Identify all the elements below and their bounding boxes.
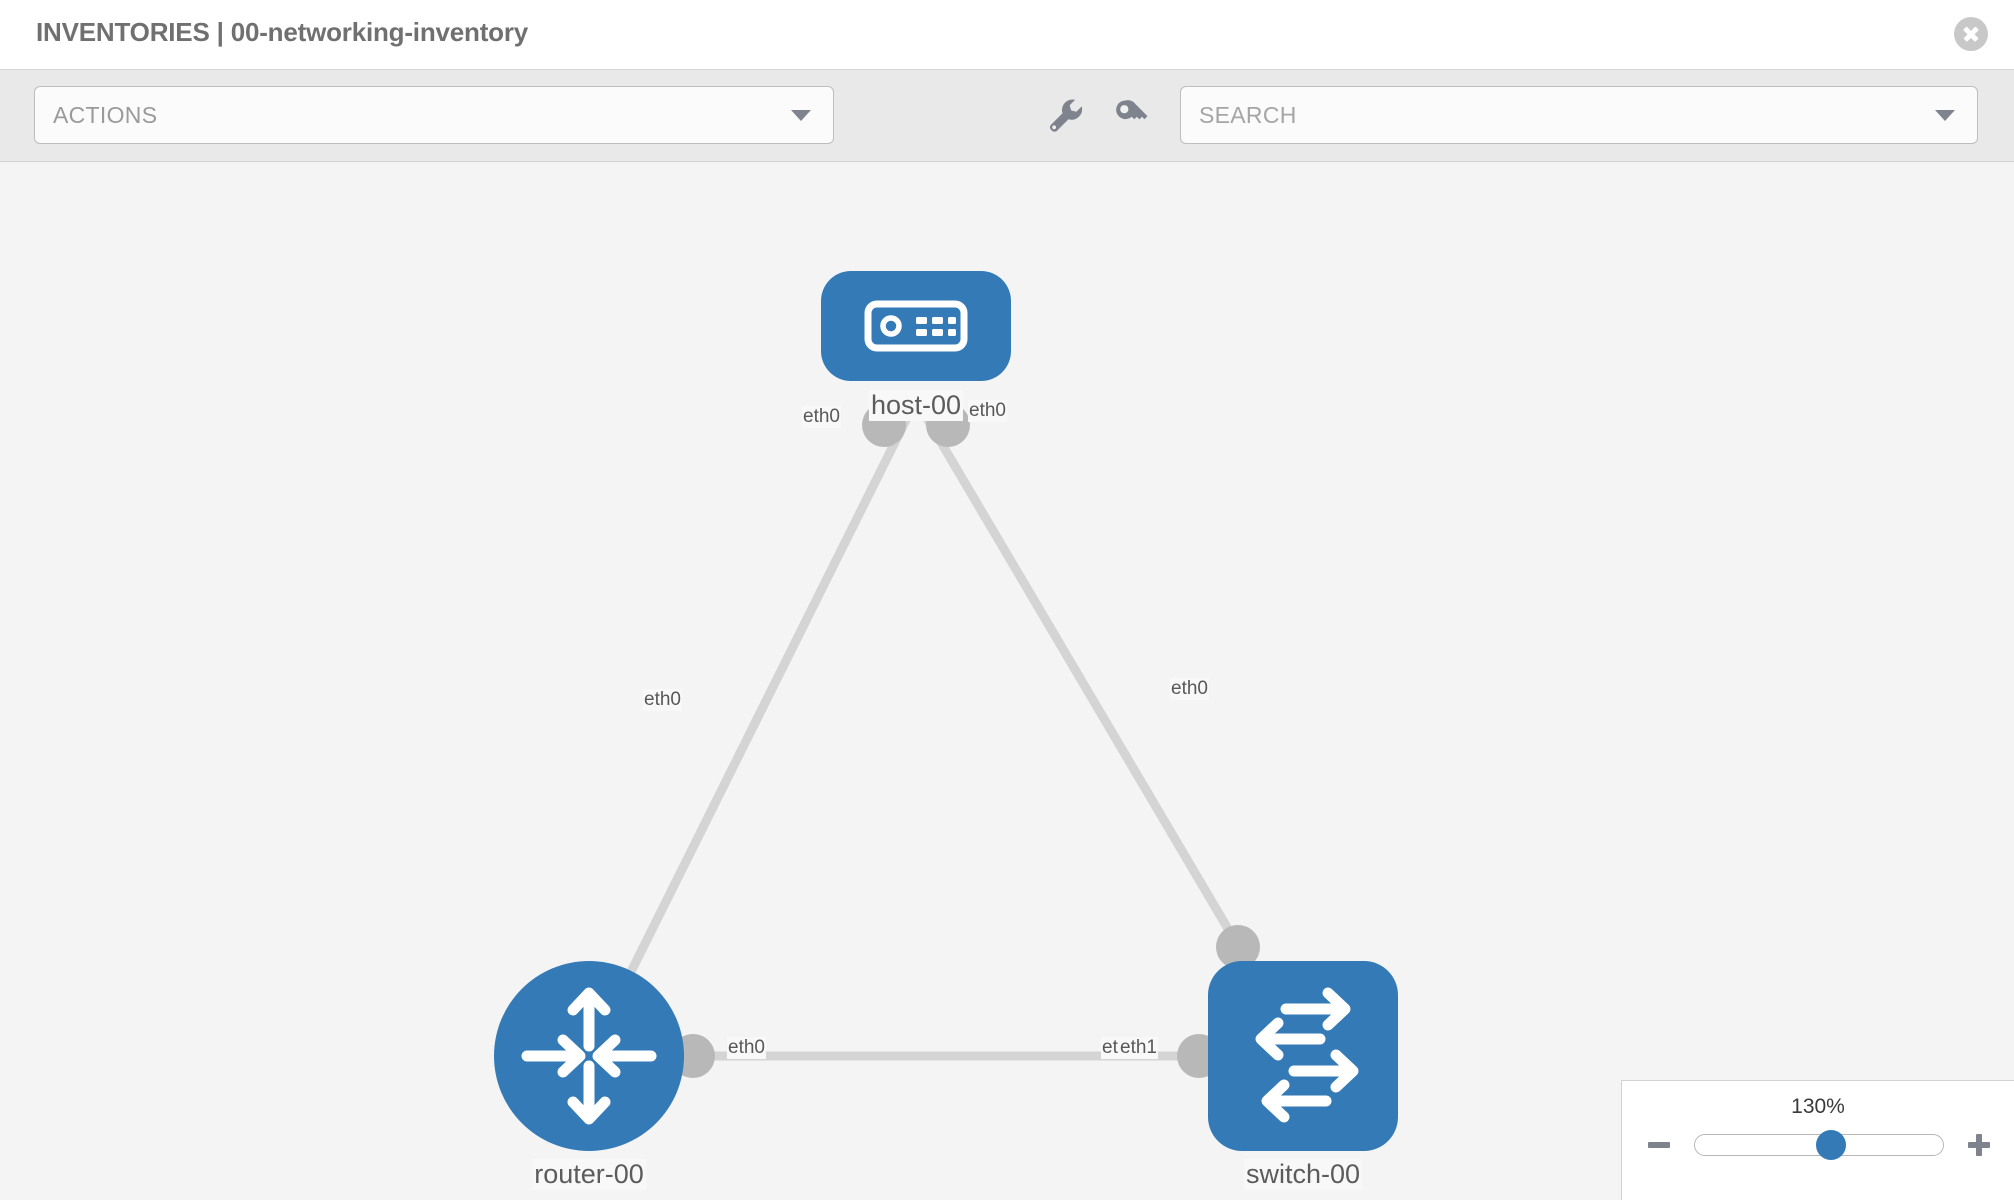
node-host-00[interactable] [821, 271, 1011, 381]
plus-icon[interactable] [1962, 1128, 1996, 1162]
zoom-slider-thumb[interactable] [1816, 1130, 1847, 1160]
iface-label: eth1 [1119, 1037, 1158, 1059]
topology-svg [494, 271, 1398, 1151]
node-label-host-00: host-00 [868, 390, 964, 421]
zoom-level-value: 130% [1791, 1095, 1845, 1118]
node-switch-00[interactable] [1208, 961, 1398, 1151]
wrench-icon[interactable] [1040, 92, 1086, 138]
zoom-control-panel: 130% [1621, 1080, 2014, 1200]
node-router-00[interactable] [494, 961, 684, 1151]
router-arrows-icon [521, 987, 657, 1125]
link-endpoints [671, 403, 1260, 1078]
chevron-down-icon [791, 110, 811, 121]
page-title: INVENTORIES | 00-networking-inventory [36, 17, 529, 47]
iface-label: eth0 [968, 400, 1007, 422]
zoom-slider[interactable] [1694, 1130, 1944, 1160]
search-placeholder: SEARCH [1199, 102, 1297, 128]
endpoint-switch00-top [1216, 925, 1260, 969]
minus-icon[interactable] [1642, 1128, 1676, 1162]
topology-graph: eth0 eth0 eth0 eth0 eth0 eth0 eth1 host-… [0, 163, 2014, 1200]
actions-dropdown[interactable]: ACTIONS [34, 86, 834, 144]
toolbar: ACTIONS SEARCH [0, 70, 2014, 162]
iface-label: eth0 [1170, 678, 1209, 700]
page-header: INVENTORIES | 00-networking-inventory [0, 0, 2014, 70]
iface-label: eth0 [802, 406, 841, 428]
iface-label: eth0 [643, 689, 682, 711]
switch-arrows-icon [1255, 987, 1359, 1123]
server-icon [864, 300, 968, 352]
iface-label: eth0 [727, 1037, 766, 1059]
node-label-switch-00: switch-00 [1243, 1159, 1363, 1190]
actions-dropdown-label: ACTIONS [53, 102, 158, 128]
key-icon[interactable] [1108, 92, 1154, 138]
chevron-down-icon[interactable] [1935, 110, 1955, 121]
zoom-slider-row [1642, 1128, 1996, 1164]
topology-canvas[interactable]: eth0 eth0 eth0 eth0 eth0 eth0 eth1 host-… [0, 163, 2014, 1200]
link-host00-router00 [584, 395, 921, 1061]
node-label-router-00: router-00 [532, 1159, 646, 1190]
search-input[interactable]: SEARCH [1180, 86, 1978, 144]
close-icon[interactable] [1954, 17, 1988, 51]
